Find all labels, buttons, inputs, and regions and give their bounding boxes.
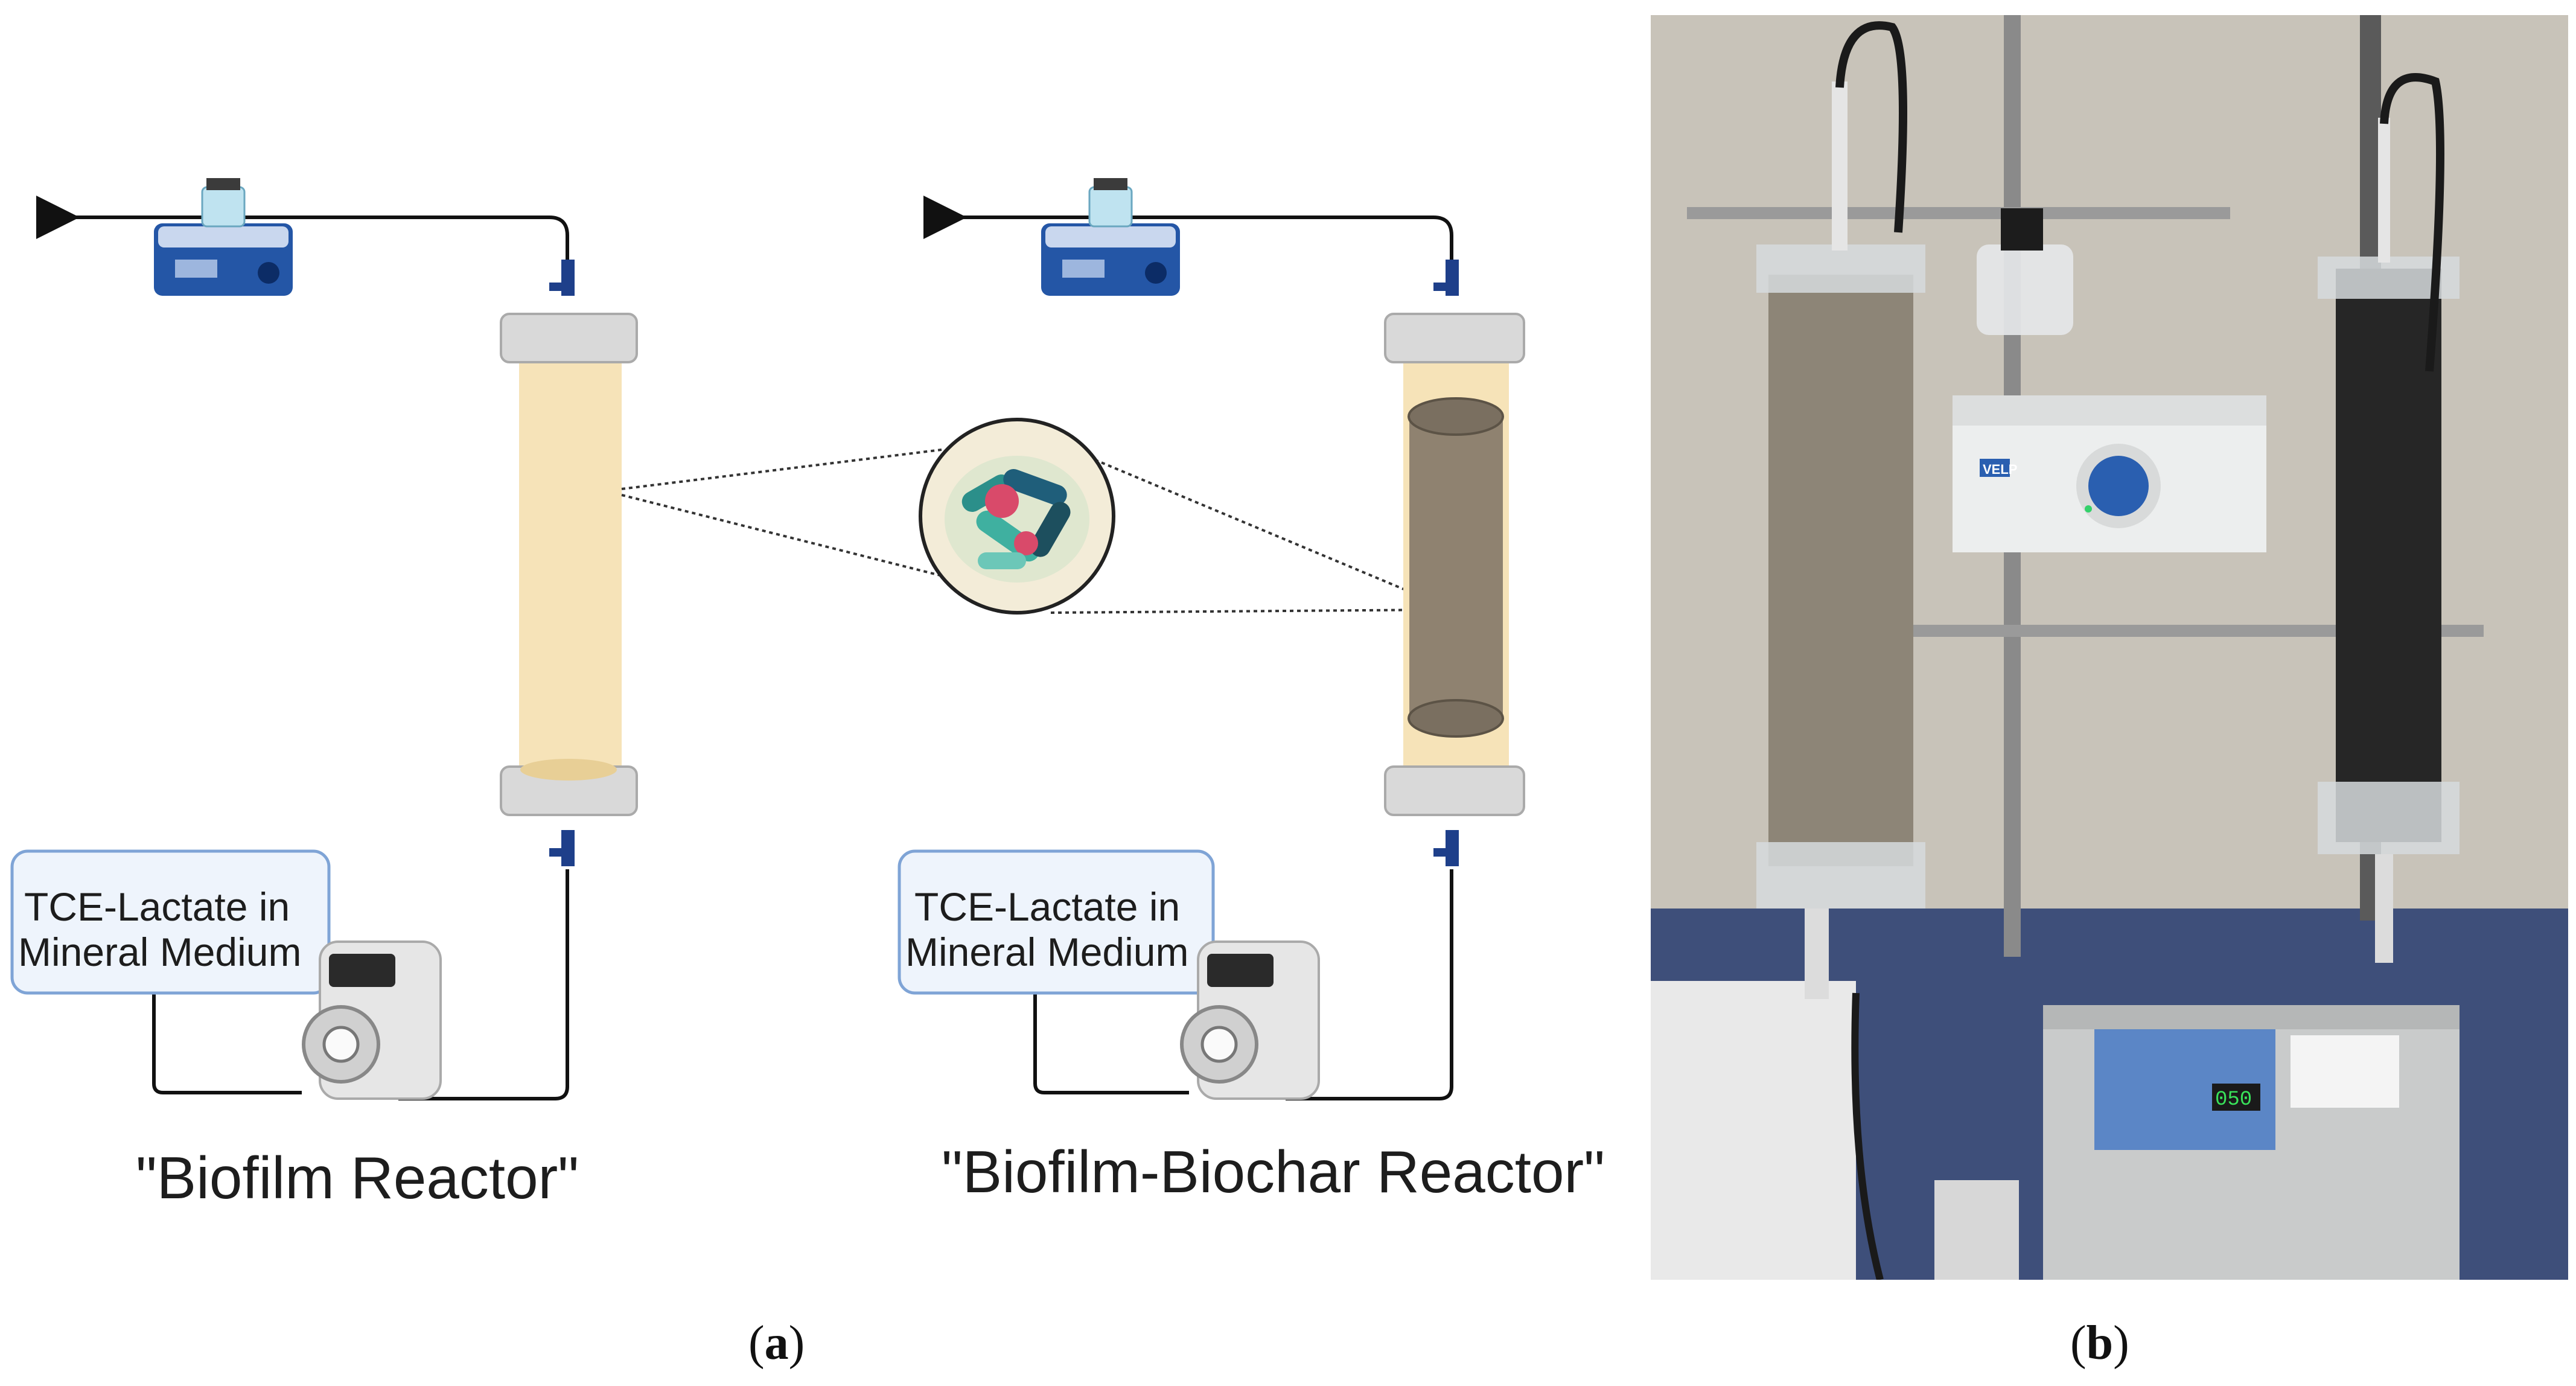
effluent-line-right	[923, 196, 1453, 284]
biofilm-reactor-diagram: TCE-Lactate in Mineral Medium "Biofilm R…	[10, 178, 638, 1211]
reactor-right-label: "Biofilm-Biochar Reactor"	[942, 1138, 1605, 1205]
magnetic-stirrer-icon-right	[1041, 178, 1180, 296]
biofilm-reactor-column-photo	[1756, 81, 1925, 999]
top-endcap-left	[500, 313, 638, 363]
bottom-valve-icon-right	[1433, 830, 1459, 866]
top-valve-icon	[549, 260, 575, 296]
reactor-column-left	[519, 338, 622, 785]
bacteria-icon	[961, 469, 1071, 569]
tubing	[1851, 992, 1884, 1280]
biofilm-biochar-reactor-diagram: TCE-Lactate in Mineral Medium "Biofilm-B…	[897, 178, 1605, 1205]
feed-line-right	[1033, 990, 1189, 1094]
biofilm-zoom-callout	[621, 418, 1446, 615]
magnetic-stirrer-photo: VELP	[1953, 208, 2266, 552]
caption-b-letter: b	[2086, 1317, 2114, 1370]
feed-box-right-line2: Mineral Medium	[905, 930, 1188, 974]
feed-box-left	[10, 849, 331, 995]
feed-line-left	[152, 990, 302, 1094]
clamp-bar	[1850, 625, 2484, 637]
feed-box-left-line1: TCE-Lactate in	[24, 884, 290, 929]
peristaltic-pump-photo: 050	[1934, 1005, 2460, 1280]
feed-box-right	[897, 849, 1215, 995]
bottom-endcap-right	[1384, 765, 1525, 816]
reactor-left-label: "Biofilm Reactor"	[136, 1145, 579, 1211]
clamp-bar	[1687, 207, 2230, 219]
feed-box-right-line1: TCE-Lactate in	[914, 884, 1180, 929]
schematic-panel-a: TCE-Lactate in Mineral Medium "Biofilm R…	[10, 178, 1605, 1211]
magnetic-stirrer-icon	[154, 178, 293, 296]
feed-box-left-line2: Mineral Medium	[18, 930, 301, 974]
influent-line-left	[398, 869, 569, 1100]
pump-display	[2212, 1084, 2260, 1111]
tubing	[1835, 21, 1907, 233]
peristaltic-pump-icon-right	[1180, 940, 1320, 1100]
caption-b: (b)	[2070, 1317, 2129, 1370]
caption-a: (a)	[748, 1317, 805, 1370]
effluent-line-left	[36, 196, 569, 284]
caption-a-letter: a	[764, 1317, 789, 1370]
top-endcap-right	[1384, 313, 1525, 363]
tubing	[2380, 73, 2444, 372]
stirrer-brand-label: VELP	[1983, 462, 2017, 477]
biochar-reactor-column-photo	[2318, 118, 2460, 963]
photo-panel-b: VELP 050	[1651, 15, 2568, 1280]
biochar-core	[1409, 417, 1503, 718]
influent-line-right	[1286, 869, 1453, 1100]
stirrer-knob	[2088, 456, 2149, 516]
peristaltic-pump-icon	[302, 940, 442, 1100]
top-valve-icon-right	[1433, 260, 1459, 296]
bottom-valve-icon	[549, 830, 575, 866]
pump-display-value: 050	[2215, 1088, 2252, 1111]
